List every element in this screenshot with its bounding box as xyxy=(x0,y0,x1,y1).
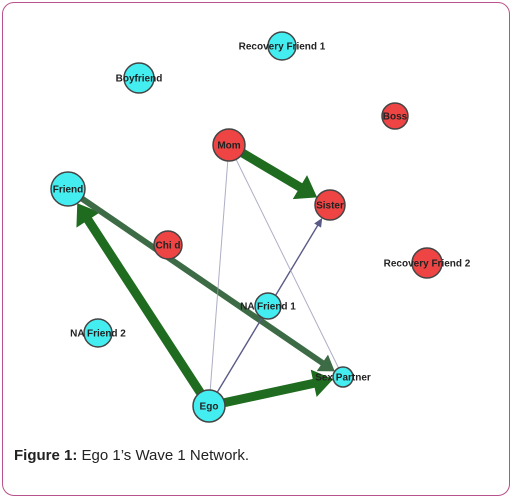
node-label: Friend xyxy=(53,185,84,196)
caption-text: Ego 1’s Wave 1 Network. xyxy=(77,447,250,464)
node-circle xyxy=(332,366,354,388)
node-circle xyxy=(123,62,155,94)
edge-mom-to-sister xyxy=(240,149,318,200)
node-mom: Mom xyxy=(212,128,246,162)
edge-line xyxy=(240,149,306,194)
figure-caption: Figure 1: Ego 1’s Wave 1 Network. xyxy=(14,447,249,464)
node-label: NA Friend 2 xyxy=(70,329,126,340)
edge-ego-to-mom xyxy=(209,160,229,391)
node-label: Mom xyxy=(217,141,240,152)
nodes-layer: Recovery Friend 1 BoyfriendBossMomFriendS… xyxy=(50,31,471,423)
node-label: Recovery Friend 1 xyxy=(239,42,326,53)
figure-frame xyxy=(2,2,510,496)
edge-friend-to-sex-partner xyxy=(80,196,335,372)
node-label: Boyfriend xyxy=(116,74,163,85)
edge-line xyxy=(82,214,205,396)
edges-layer xyxy=(76,149,340,408)
caption-label: Figure 1: xyxy=(14,447,78,464)
node-circle xyxy=(314,189,346,221)
node-label: Ego xyxy=(200,402,219,413)
edge-mom-to-sex-partner xyxy=(235,159,340,369)
node-label: Chi d xyxy=(156,241,181,252)
node-circle xyxy=(83,318,113,348)
edge-line xyxy=(209,160,229,391)
edge-ego-to-sex-partner xyxy=(223,369,334,408)
node-recovery-friend-1: Recovery Friend 1 xyxy=(239,31,326,61)
node-circle xyxy=(411,247,443,279)
node-circle xyxy=(381,102,409,130)
edge-line xyxy=(80,196,327,368)
node-child: Chi d xyxy=(153,230,183,260)
edge-ego-to-friend xyxy=(76,203,205,396)
node-boss: Boss xyxy=(381,102,409,130)
node-na-friend-1: NA Friend 1 xyxy=(240,292,296,320)
node-label: Sex Partner xyxy=(315,373,371,384)
node-sex-partner: Sex Partner xyxy=(315,366,371,388)
edge-arrowhead xyxy=(310,369,334,398)
edge-arrowhead xyxy=(292,175,318,200)
node-label: NA Friend 1 xyxy=(240,302,296,313)
node-circle xyxy=(267,31,297,61)
node-recovery-friend-2: Recovery Friend 2 xyxy=(384,247,471,279)
edge-arrowhead xyxy=(316,354,335,372)
edge-line xyxy=(235,159,340,369)
edge-line xyxy=(223,378,319,408)
node-circle xyxy=(192,389,226,423)
node-ego: Ego xyxy=(192,389,226,423)
node-sister: Sister xyxy=(314,189,346,221)
node-label: Boss xyxy=(383,112,408,123)
node-boyfriend: Boyfriend xyxy=(116,62,163,94)
edge-arrowhead xyxy=(76,203,100,228)
edge-arrowhead xyxy=(314,217,323,228)
node-friend: Friend xyxy=(50,171,86,207)
node-na-friend-2: NA Friend 2 xyxy=(70,318,126,348)
node-circle xyxy=(153,230,183,260)
node-circle xyxy=(254,292,282,320)
node-label: Recovery Friend 2 xyxy=(384,259,471,270)
node-label: Sister xyxy=(316,201,344,212)
node-circle xyxy=(50,171,86,207)
node-circle xyxy=(212,128,246,162)
